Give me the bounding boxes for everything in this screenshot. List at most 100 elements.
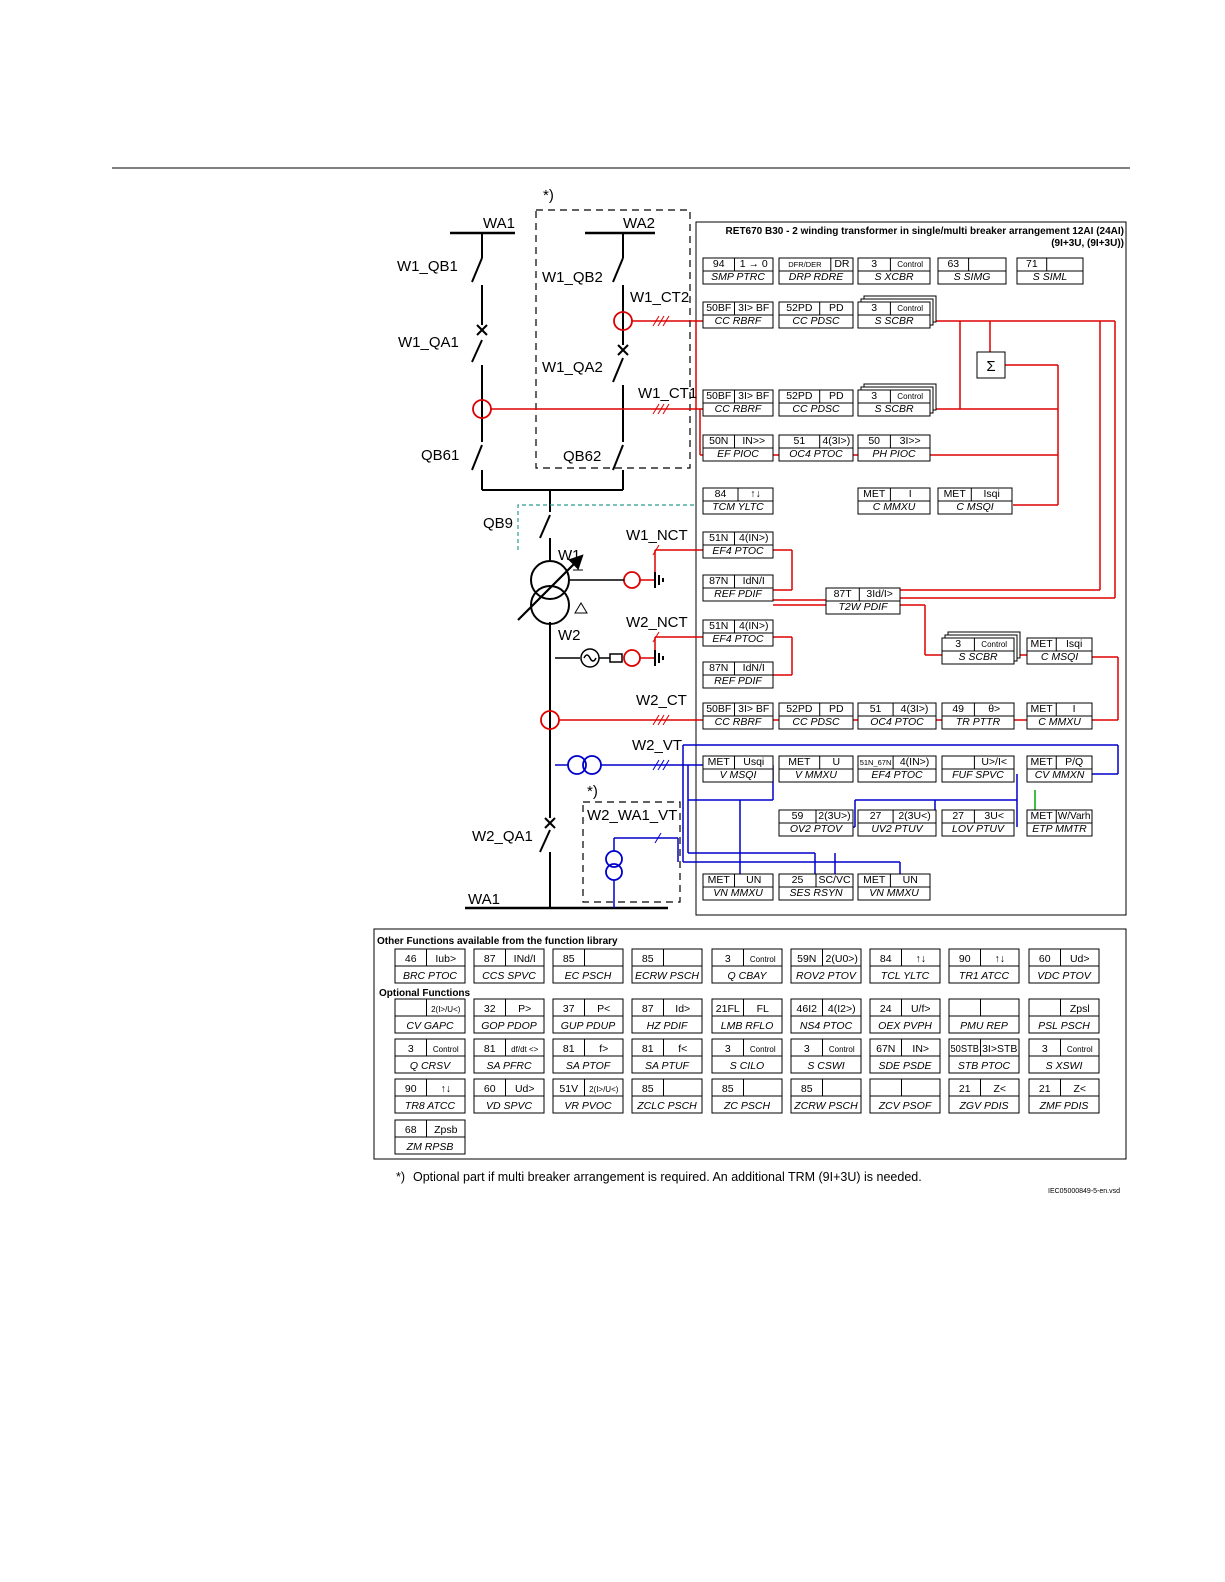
fb-code: MET [1031, 756, 1054, 768]
optional_block-name: ZCRW PSCH [793, 1100, 858, 1112]
fb-name: S SIML [1033, 271, 1068, 283]
fb-code: MET [1031, 638, 1054, 650]
fb-code: 3 [871, 390, 877, 402]
library_block-symbol: Iub> [435, 953, 456, 965]
optional_block-name: ZM RPSB [406, 1141, 454, 1153]
optional_block-symbol: Control [829, 1045, 855, 1054]
fb-32: U>/I<FUF SPVC [941, 755, 1015, 783]
optional_block-code: 3 [804, 1043, 810, 1055]
fb-symbol: PD [829, 703, 844, 715]
label-wa1: WA1 [483, 215, 515, 232]
optional_block-name: TR8 ATCC [405, 1100, 456, 1112]
fb-symbol: 3I> BF [738, 703, 769, 715]
label-w2-ct: W2_CT [636, 692, 687, 709]
fb-code: 63 [947, 258, 959, 270]
fb-name: C MMXU [1038, 716, 1081, 728]
optional_block-code: 90 [405, 1083, 417, 1095]
optional_block-name: VR PVOC [564, 1100, 612, 1112]
label-qb62: QB62 [563, 448, 601, 465]
optional_block-name: PMU REP [960, 1020, 1008, 1032]
ground-symbols [654, 572, 664, 666]
label-w2-wa1-vt: W2_WA1_VT [587, 807, 677, 824]
fb-code: 87T [834, 588, 853, 600]
fb-code: 87N [709, 575, 728, 587]
optional_block-symbol: Control [433, 1045, 459, 1054]
fb-3: 63S SIMG [937, 257, 1007, 285]
label-w2: W2 [558, 627, 581, 644]
footnote-text: Optional part if multi breaker arrangeme… [413, 1170, 922, 1184]
fb-name: C MSQI [956, 501, 993, 513]
optional_block-code: 24 [880, 1003, 892, 1015]
label-w2-vt: W2_VT [632, 737, 682, 754]
fb-symbol: θ> [988, 703, 1000, 715]
fb-symbol: W/Varh [1058, 810, 1091, 822]
fb-code: MET [788, 756, 811, 768]
optional_block-symbol: P> [518, 1003, 531, 1015]
optional_block-symbol: Ud> [515, 1083, 535, 1095]
fb-name: CC RBRF [715, 403, 762, 415]
library_block-symbol: 2(U0>) [826, 953, 858, 965]
fb-code: 49 [952, 703, 964, 715]
fb-symbol: 3U< [984, 810, 1004, 822]
fb-symbol: ↑↓ [750, 488, 761, 500]
fb-symbol: IdN/I [743, 575, 765, 587]
optional_block-code: 46I2 [797, 1003, 818, 1015]
fb-symbol: 4(IN>) [739, 532, 768, 544]
library_block-name: VDC PTOV [1037, 970, 1091, 982]
fb-name: EF4 PTOC [871, 769, 923, 781]
library_block-symbol: INd/I [514, 953, 536, 965]
optional_block-code: 21FL [716, 1003, 740, 1015]
optional_block-code: 37 [563, 1003, 575, 1015]
optional_block-symbol: df/dt <> [511, 1045, 538, 1054]
breaker-marks [476, 324, 629, 829]
optional-region-top [535, 209, 691, 469]
label-wa1-bottom: WA1 [468, 891, 500, 908]
voltage-wiring [555, 744, 1119, 908]
fb-code: 51 [794, 435, 806, 447]
fb-name: OC4 PTOC [789, 448, 843, 460]
fb-code: 50BF [706, 302, 731, 314]
optional_block-symbol: 4(I2>) [828, 1003, 856, 1015]
ct-slash-marks [652, 315, 670, 726]
fb-symbol: UN [903, 874, 918, 886]
qb9-link [517, 504, 696, 550]
fb-symbol: 4(3I>) [822, 435, 850, 447]
optional_block-name: STB PTOC [958, 1060, 1011, 1072]
optional_block-name: S XSWI [1046, 1060, 1083, 1072]
optional_block-symbol: Z< [1073, 1083, 1086, 1095]
optional_block-symbol: U/f> [911, 1003, 931, 1015]
optional_block-code: 60 [484, 1083, 496, 1095]
fb-code: DFR/DER [788, 260, 822, 269]
library_block-code: 46 [405, 953, 417, 965]
library_block-name: ROV2 PTOV [796, 970, 857, 982]
fb-name: CC RBRF [715, 716, 762, 728]
library_block-name: TR1 ATCC [959, 970, 1010, 982]
fb-symbol: U>/I< [981, 756, 1007, 768]
fb-code: 50N [709, 435, 728, 447]
fb-symbol: 4(IN>) [900, 756, 929, 768]
optional_block-code: 3 [408, 1043, 414, 1055]
optional_block-symbol: ↑↓ [441, 1083, 452, 1095]
label-wa2: WA2 [623, 215, 655, 232]
fb-name: S SCBR [958, 651, 998, 663]
fb-symbol: Usqi [743, 756, 764, 768]
fb-code: 94 [713, 258, 725, 270]
